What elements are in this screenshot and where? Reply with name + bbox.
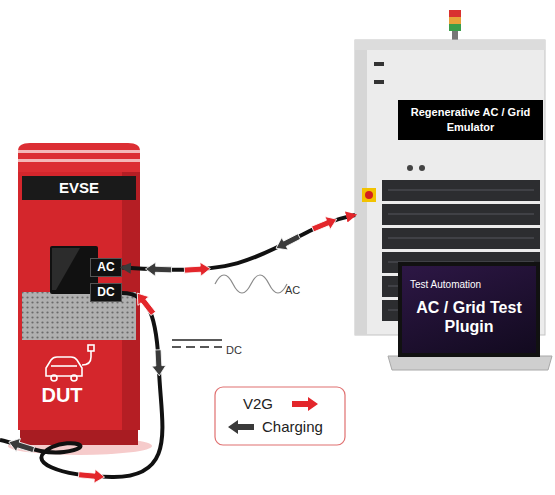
flow-arrow: [310, 213, 339, 236]
port-label: AC: [91, 259, 121, 276]
cap-stripe: [18, 150, 140, 153]
name-band: [22, 176, 136, 200]
pillar-cap: [18, 143, 140, 172]
legend-charging-arrow: [228, 420, 254, 434]
dc-symbol-label: DC: [226, 344, 242, 356]
cabinet-knob: [407, 165, 413, 171]
legend-v2g-arrow: [292, 397, 318, 411]
flow-arrow: [132, 289, 159, 318]
ac-cable: [122, 215, 355, 270]
emulator-label: Regenerative AC / Grid Emulator: [398, 100, 543, 140]
pillar-body: [18, 165, 140, 430]
cabinet-side: [355, 40, 367, 335]
beacon-amber: [449, 17, 461, 24]
laptop-screen: Test Automation AC / Grid Test Plugin: [398, 262, 540, 357]
flow-arrow: [145, 262, 171, 277]
car-outline: [46, 357, 82, 376]
legend-text: Charging: [262, 418, 323, 435]
car-wheel: [51, 375, 57, 381]
estop-button: [365, 191, 373, 199]
flow-arrow: [184, 262, 211, 278]
flow-arrow: [151, 349, 166, 376]
legend-text: V2G: [243, 395, 273, 412]
evse-pillar: EVSE DUT AC DC: [18, 143, 140, 440]
evse-title: EVSE: [22, 176, 136, 200]
ac-wave-symbol: [215, 275, 287, 293]
flow-arrow: [78, 468, 105, 484]
flow-arrow: [273, 230, 303, 254]
dc-dashed-line: [172, 346, 222, 348]
cabinet-knob: [419, 165, 425, 171]
ac-port-box: AC: [90, 258, 122, 277]
car-window-line: [51, 365, 77, 367]
cabinet-switch: [374, 62, 384, 66]
flow-arrow: [7, 435, 36, 456]
port-label: DC: [91, 284, 121, 301]
dc-cable: [0, 293, 162, 477]
beacon-red: [449, 10, 461, 17]
laptop-base: [388, 356, 552, 370]
legend-box: [215, 387, 345, 445]
estop-plate: [362, 188, 376, 202]
dc-port-box: DC: [90, 283, 122, 302]
ac-wave-label: AC: [285, 284, 300, 296]
dut-label: DUT: [22, 383, 102, 407]
car-wheel: [71, 375, 77, 381]
plug-head: [88, 345, 94, 351]
plug-cable: [82, 351, 91, 365]
flow-arrow-group: [7, 213, 340, 484]
dc-solid-line: [172, 339, 222, 341]
cabinet-switch: [374, 80, 384, 84]
plugin-title: AC / Grid Test Plugin: [414, 298, 524, 336]
screen-glare: [52, 248, 80, 290]
edge-group: [122, 215, 355, 270]
beacon-green: [449, 24, 461, 31]
ev-charging-icon: [46, 345, 94, 381]
cabinet-top: [355, 40, 545, 50]
app-title: Test Automation: [410, 278, 528, 291]
cap-stripe: [18, 159, 140, 162]
